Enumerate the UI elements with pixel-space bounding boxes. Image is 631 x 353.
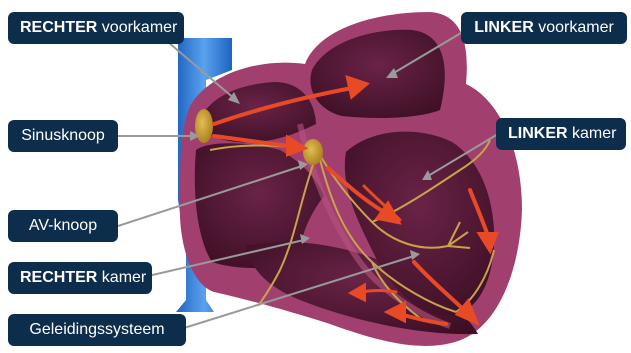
label-right-atrium: RECHTER voorkamer (8, 12, 184, 44)
label-left-ventricle-bold: LINKER (508, 125, 568, 142)
label-conduction-system-text: Geleidingssysteem (29, 321, 164, 338)
label-left-ventricle: LINKER kamer (496, 118, 626, 150)
label-right-atrium-text: voorkamer (97, 19, 177, 36)
sinus-node (195, 109, 213, 143)
label-sinus-node: Sinusknoop (8, 120, 118, 152)
label-right-ventricle-text: kamer (97, 269, 146, 286)
label-right-ventricle: RECHTER kamer (8, 262, 152, 294)
label-sinus-node-text: Sinusknoop (21, 127, 105, 144)
label-right-ventricle-bold: RECHTER (20, 269, 97, 286)
label-left-atrium: LINKER voorkamer (461, 12, 627, 44)
label-left-atrium-text: voorkamer (534, 19, 614, 36)
label-left-ventricle-text: kamer (568, 125, 617, 142)
label-conduction-system: Geleidingssysteem (8, 314, 186, 346)
label-av-node: AV-knoop (8, 210, 118, 242)
label-right-atrium-bold: RECHTER (20, 19, 97, 36)
label-av-node-text: AV-knoop (29, 217, 97, 234)
av-node (303, 139, 323, 165)
label-left-atrium-bold: LINKER (474, 19, 534, 36)
